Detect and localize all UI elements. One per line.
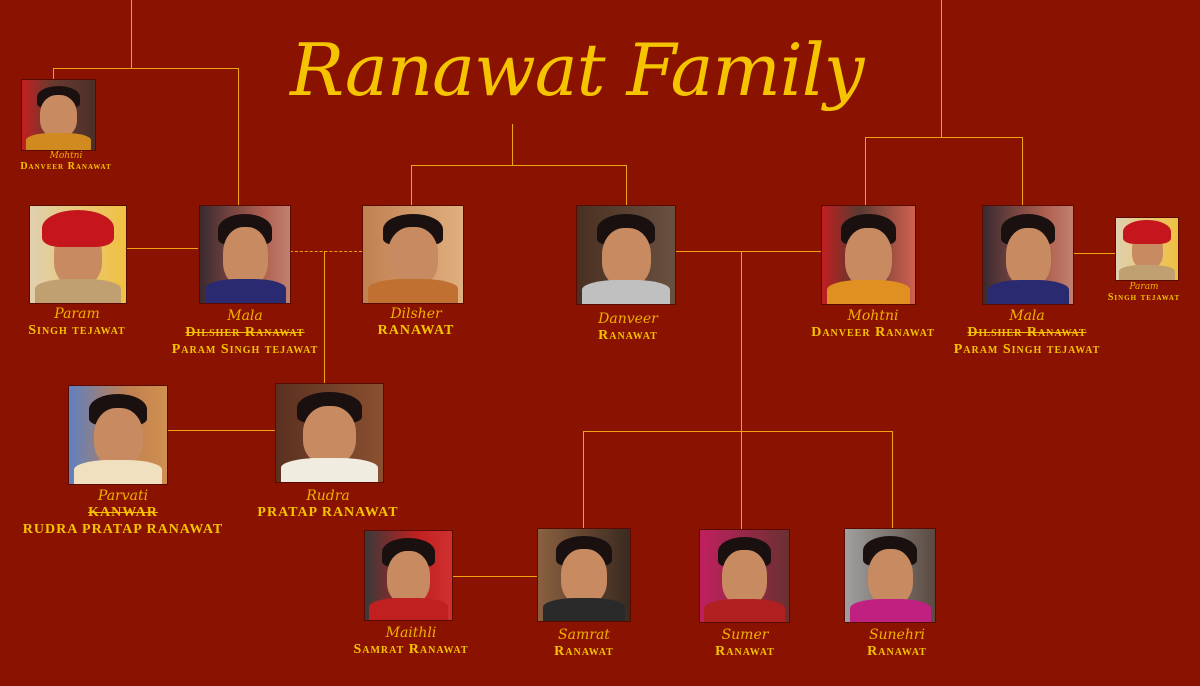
label-sumer: Sumer Ranawat	[715, 627, 775, 659]
portrait-param-small	[1115, 217, 1179, 281]
label-mohini: Mohtni Danveer Ranawat	[811, 308, 935, 340]
portrait-sumer	[699, 529, 790, 623]
portrait-maithili	[364, 530, 453, 621]
portrait-dilsher	[362, 205, 464, 304]
portrait-mala-left	[199, 205, 291, 304]
label-param-small: Param Singh tejawat	[1107, 282, 1181, 303]
portrait-rudra	[275, 383, 384, 483]
diagram-title: Ranawat Family	[290, 28, 864, 112]
label-sunehri: Sunehri Ranawat	[867, 627, 927, 659]
label-mala-right: Mala Dilsher Ranawat Param Singh tejawat	[953, 308, 1101, 357]
portrait-mohini	[821, 205, 916, 305]
portrait-param-left	[29, 205, 127, 304]
label-maithili: Maithli Samrat Ranawat	[353, 625, 469, 657]
portrait-mohini-small	[21, 79, 96, 151]
label-param-left: Param Singh tejawat	[28, 306, 126, 338]
label-rudra: Rudra PRATAP RANAWAT	[257, 488, 399, 520]
portrait-parvati	[68, 385, 168, 485]
portrait-samrat	[537, 528, 631, 622]
label-danveer: Danveer Ranawat	[598, 311, 658, 343]
label-mala-left: Mala Dilsher Ranawat Param Singh tejawat	[171, 308, 319, 357]
label-mohini-small: Mohtni Danveer Ranawat	[20, 151, 112, 172]
label-dilsher: Dilsher RANAWAT	[377, 306, 455, 338]
portrait-danveer	[576, 205, 676, 305]
portrait-mala-right	[982, 205, 1074, 305]
label-parvati: Parvati KANWAR RUDRA PRATAP RANAWAT	[22, 488, 224, 537]
label-samrat: Samrat Ranawat	[554, 627, 614, 659]
portrait-sunehri	[844, 528, 936, 623]
